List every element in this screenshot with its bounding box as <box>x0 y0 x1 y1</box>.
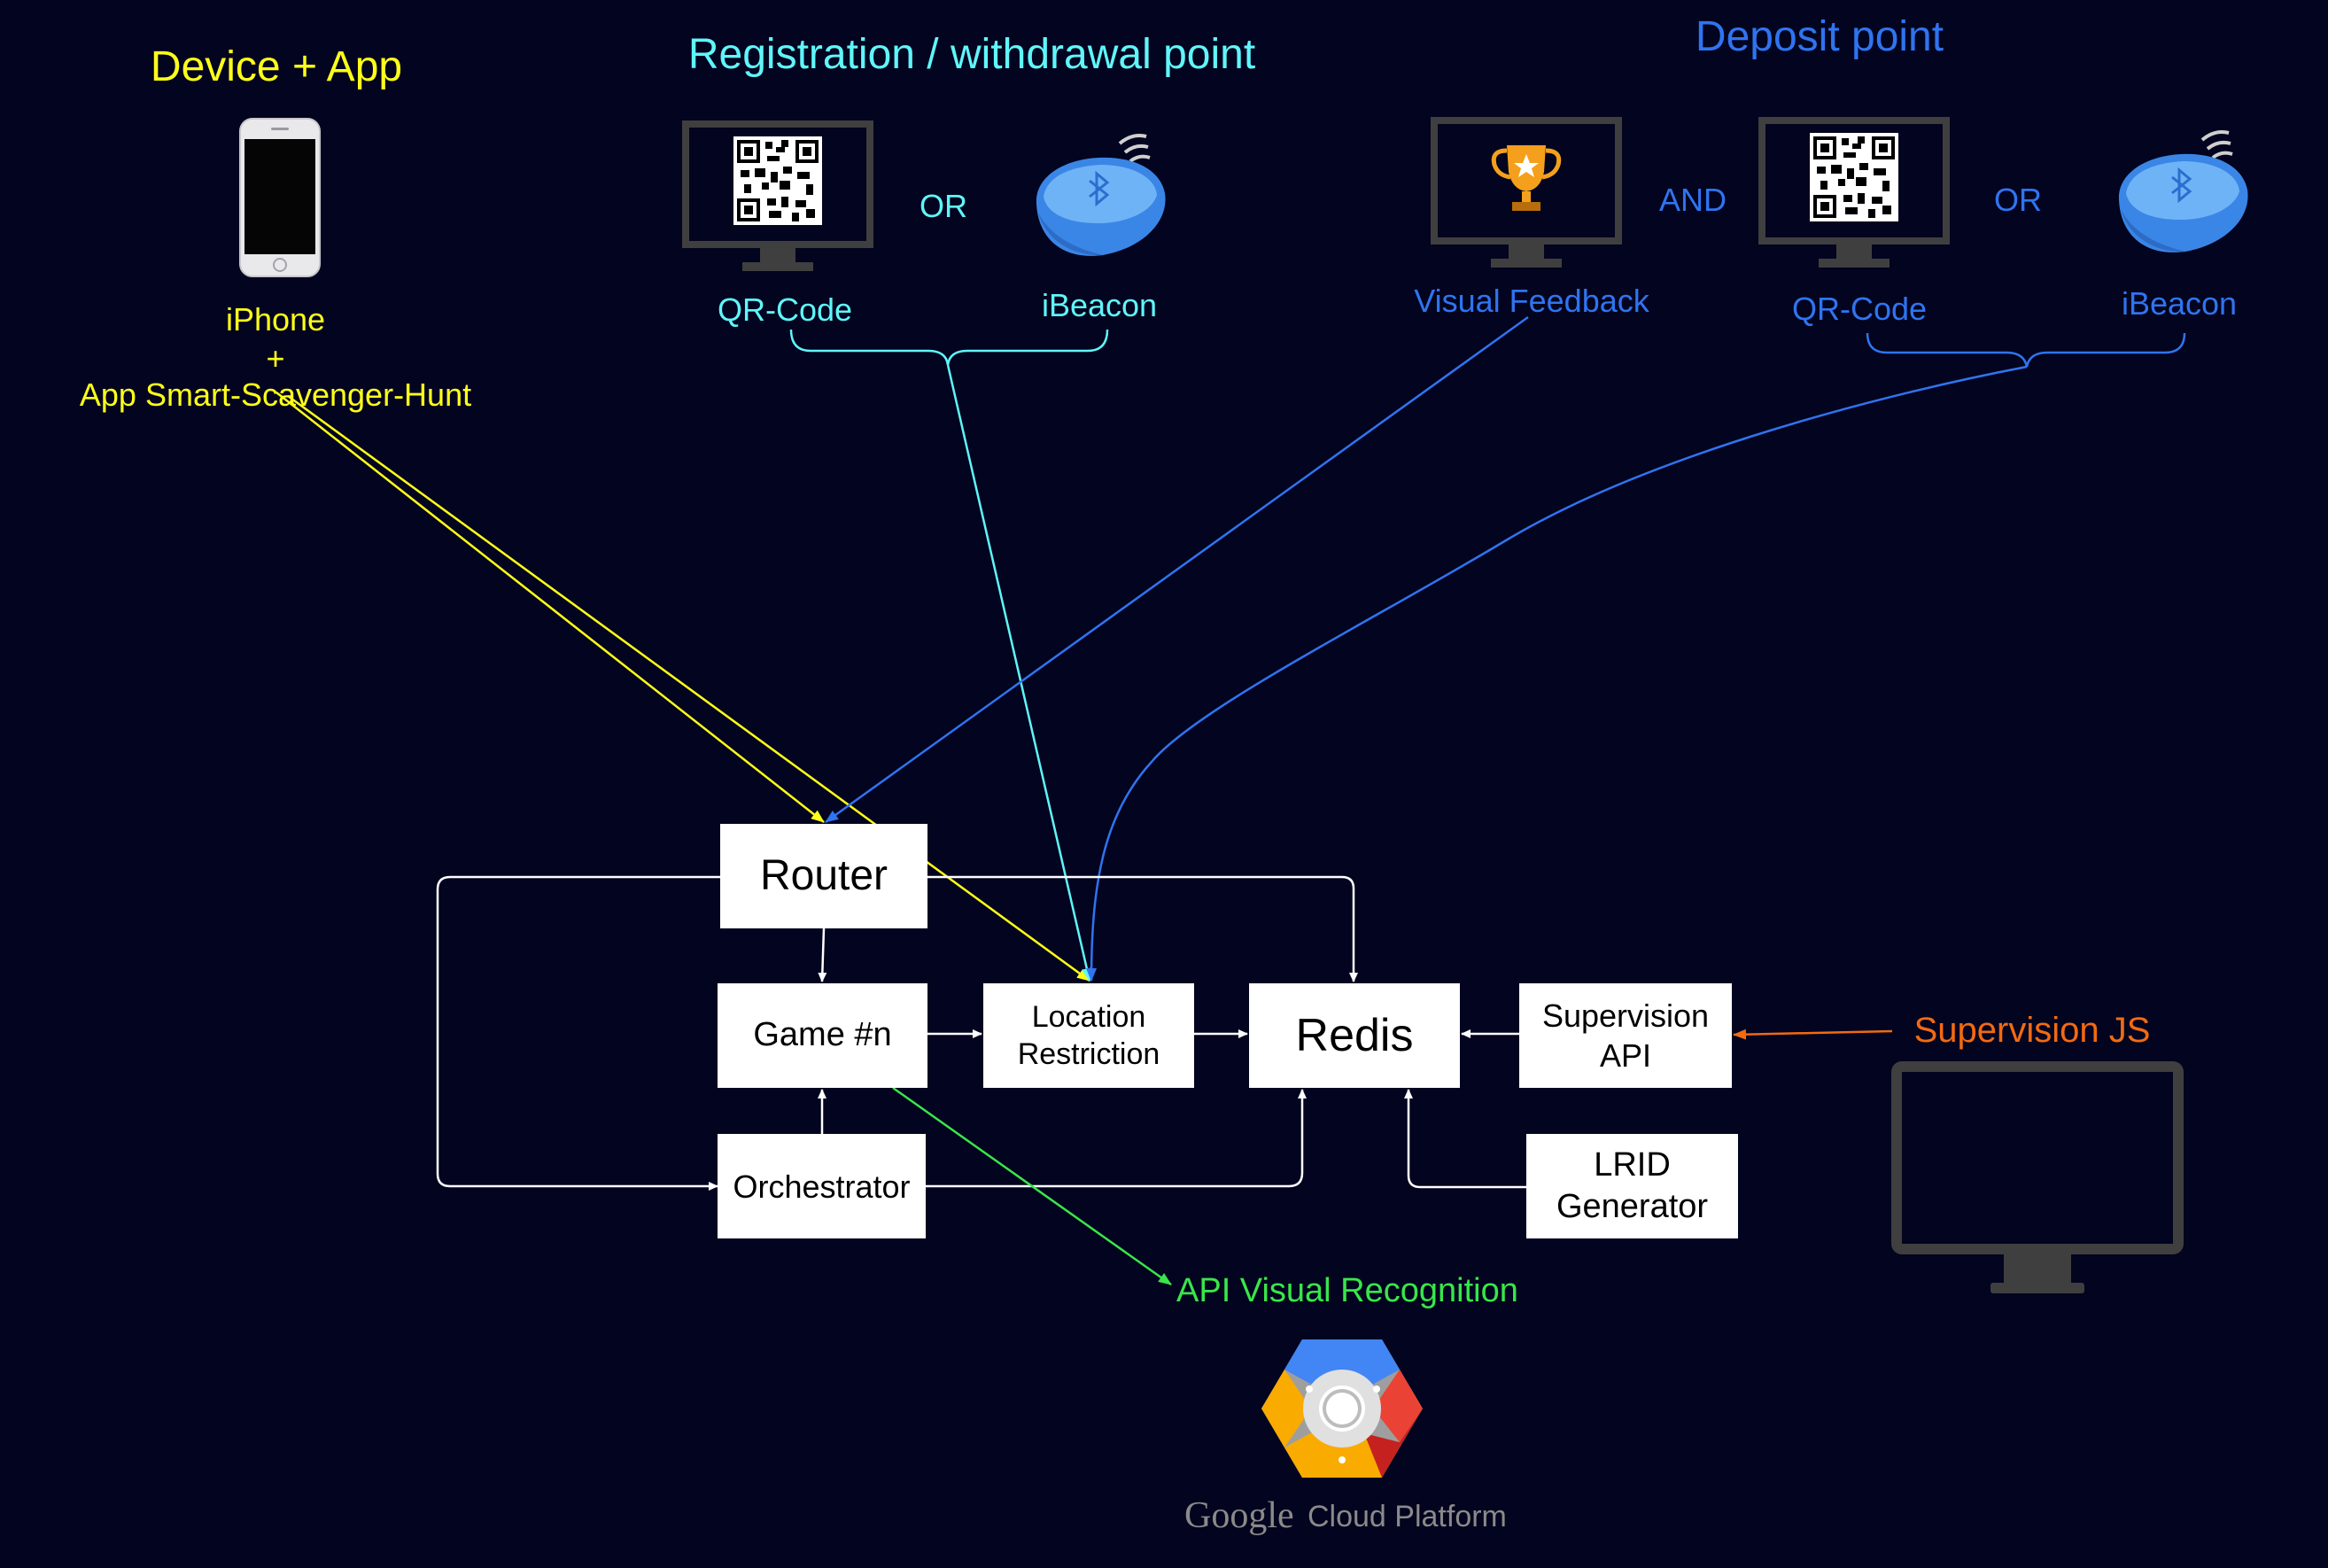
deposit-ibeacon-label: iBeacon <box>2121 285 2238 322</box>
lrid-generator-box: LRID Generator <box>1526 1134 1738 1238</box>
deposit-bracket <box>1866 332 2186 368</box>
supervision-js-to-api-arrow <box>1733 1029 1893 1040</box>
router-to-redis-arrow <box>927 875 1358 982</box>
orchestrator-to-redis-arrow <box>926 1089 1307 1188</box>
game-to-api-arrow <box>892 1086 1172 1286</box>
deposit-or-label: OR <box>1994 182 2042 218</box>
orchestrator-box: Orchestrator <box>718 1134 926 1238</box>
registration-ibeacon-label: iBeacon <box>1041 287 1158 323</box>
router-to-orchestrator-arrow <box>436 875 720 1191</box>
location-restriction-box: Location Restriction <box>983 983 1194 1088</box>
registration-point-header: Registration / withdrawal point <box>687 31 1256 78</box>
registration-to-location-arrow <box>946 364 1092 982</box>
iphone-icon <box>239 118 321 277</box>
device-app-header: Device + App <box>150 43 403 90</box>
deposit-and-label: AND <box>1658 182 1727 218</box>
google-cloud-icon <box>1261 1339 1423 1478</box>
ibeacon-icon <box>2118 130 2248 252</box>
device-app-label: App Smart-Scavenger-Hunt <box>79 376 472 413</box>
registration-or-label: OR <box>920 188 967 224</box>
deposit-visual-feedback-label: Visual Feedback <box>1414 283 1649 319</box>
ibeacon-icon <box>1036 134 1166 256</box>
lrid-to-redis-arrow <box>1404 1089 1526 1189</box>
device-plus-label: + <box>266 340 285 376</box>
qr-code-icon <box>682 120 873 271</box>
deposit-to-location-arrow <box>1086 365 2028 982</box>
router-to-game-arrow <box>818 928 827 982</box>
device-to-router-arrow <box>275 392 825 823</box>
device-name-label: iPhone <box>225 301 326 338</box>
qr-code-icon <box>1758 117 1950 268</box>
registration-bracket <box>789 329 1109 366</box>
redis-box: Redis <box>1249 983 1460 1088</box>
monitor-icon <box>1891 1061 2184 1293</box>
trophy-icon <box>1431 117 1622 268</box>
deposit-qr-label: QR-Code <box>1791 291 1928 327</box>
api-visual-recognition-label: API Visual Recognition <box>1176 1272 1518 1309</box>
deposit-point-header: Deposit point <box>1695 13 1944 60</box>
registration-qr-label: QR-Code <box>717 291 853 328</box>
game-box: Game #n <box>718 983 927 1088</box>
google-logo-text: Google <box>1184 1495 1294 1536</box>
device-to-location-arrow <box>287 394 1090 982</box>
cloud-platform-logo-text: Cloud Platform <box>1308 1500 1507 1533</box>
router-box: Router <box>720 824 927 928</box>
supervision-api-box: Supervision API <box>1519 983 1732 1088</box>
visual-feedback-to-router-arrow <box>825 315 1529 824</box>
supervision-js-label: Supervision JS <box>1913 1011 2151 1050</box>
